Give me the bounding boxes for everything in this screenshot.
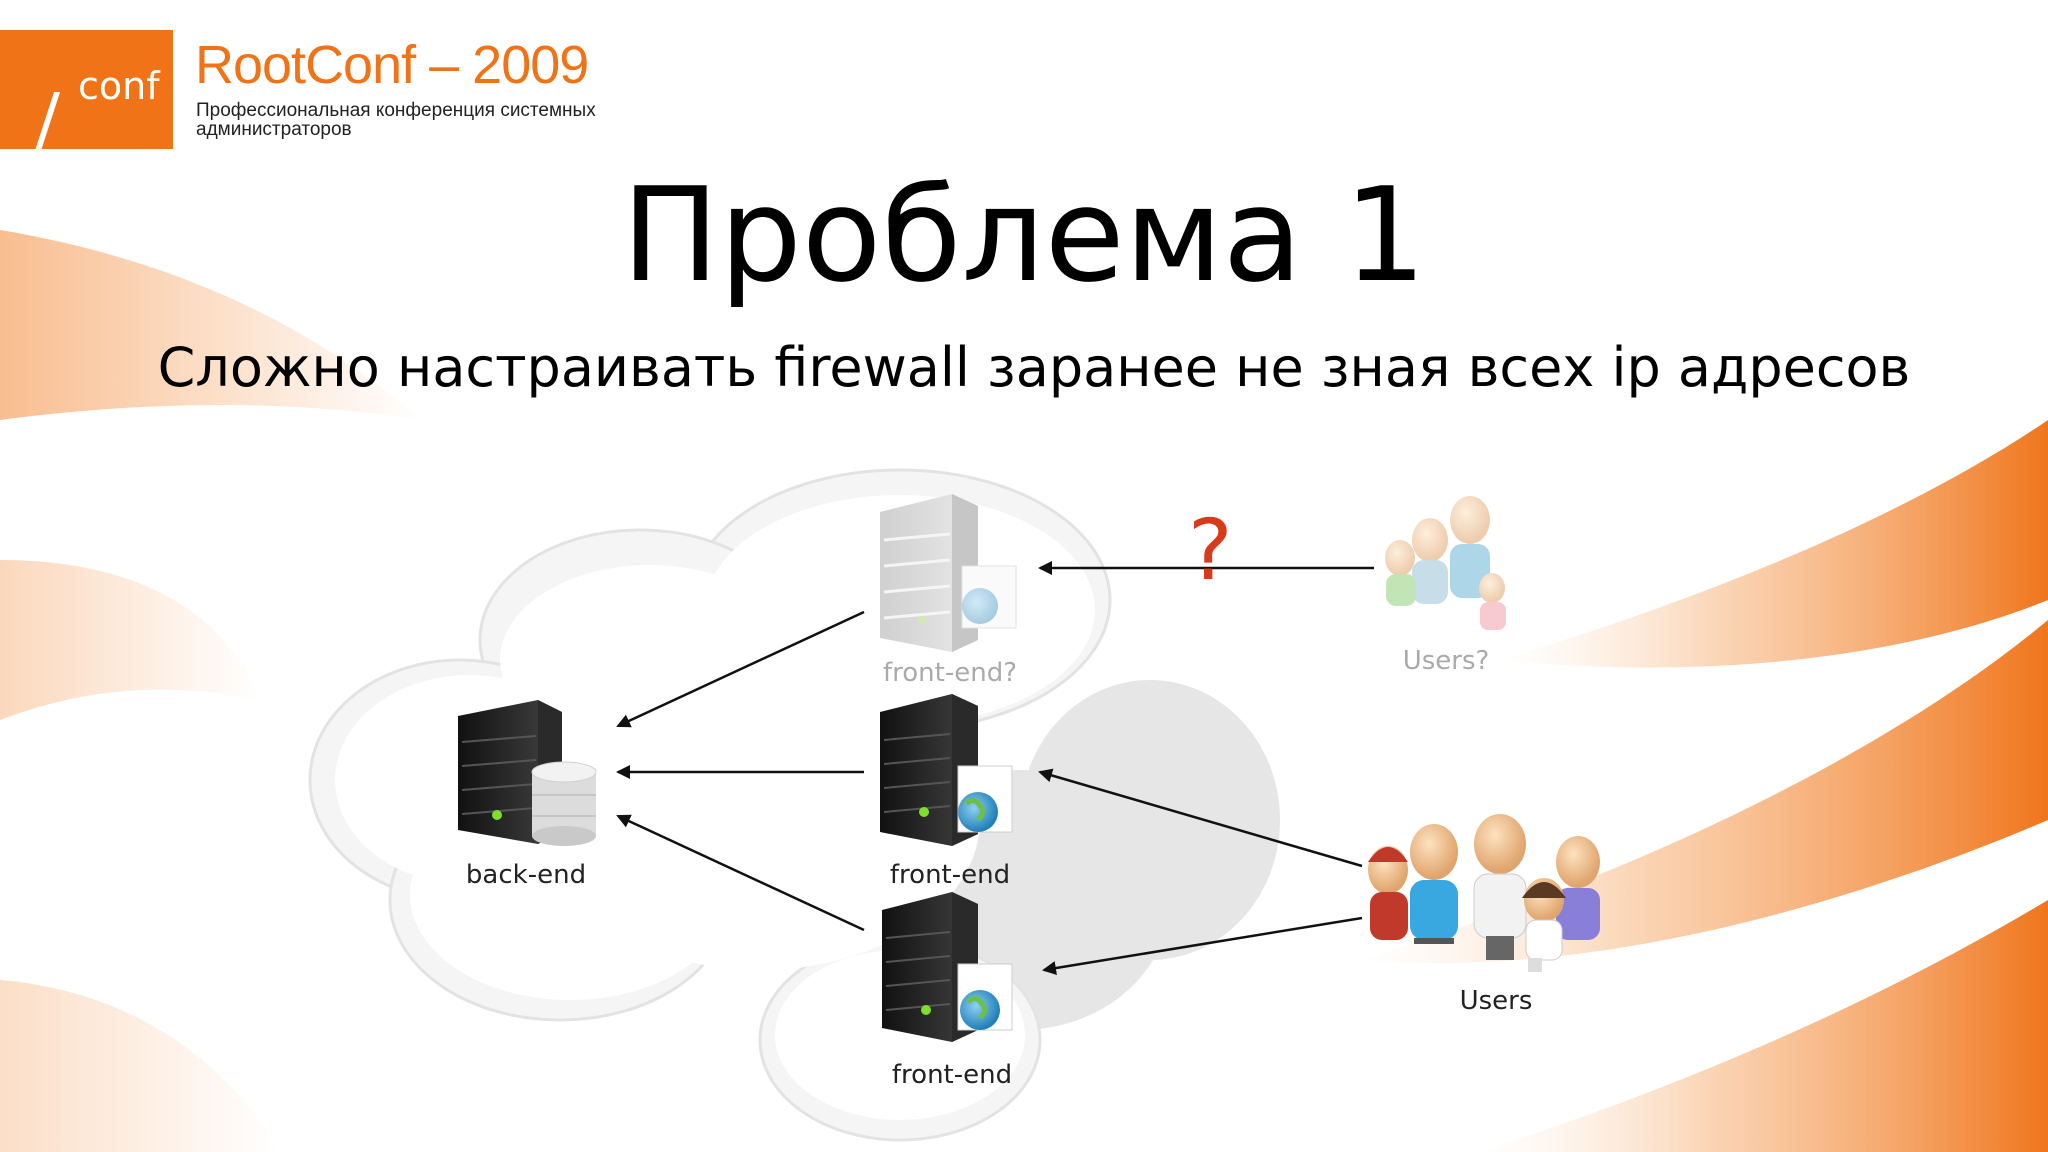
brand-subtitle: Профессиональная конференция системных а…	[196, 100, 596, 140]
frontend-unknown-label: front-end?	[882, 658, 1017, 688]
frontend-1-server-icon	[880, 694, 1013, 846]
backend-label: back-end	[465, 860, 587, 890]
users-label: Users	[1459, 986, 1533, 1016]
arrow-users-to-frontend-2	[1042, 916, 1363, 975]
frontend-2-label: front-end	[891, 1060, 1013, 1090]
arrow-frontend-2-to-backend	[616, 814, 865, 932]
users-unknown-icon	[1385, 496, 1506, 630]
background-swoosh	[0, 230, 2048, 1152]
brand-name: RootConf – 2009	[195, 35, 589, 95]
logo-slash-icon	[33, 92, 61, 154]
arrow-frontend-unknown-to-backend	[616, 610, 865, 728]
logo-mark: conf	[78, 64, 160, 108]
frontend-2-server-icon	[882, 892, 1013, 1042]
cloud	[308, 468, 1280, 1142]
frontend-1-label: front-end	[889, 860, 1011, 890]
frontend-unknown-server-icon	[880, 494, 1017, 652]
users-icon	[1368, 814, 1600, 972]
question-mark: ?	[1188, 501, 1233, 599]
logo: conf	[0, 30, 173, 154]
slide-subtitle: Сложно настраивать firewall заранее не з…	[157, 336, 1911, 399]
database-icon	[531, 761, 597, 846]
slide-title: Проблема 1	[621, 159, 1427, 311]
arrow-users-to-frontend-1	[1038, 768, 1363, 868]
users-unknown-label: Users?	[1402, 646, 1490, 676]
